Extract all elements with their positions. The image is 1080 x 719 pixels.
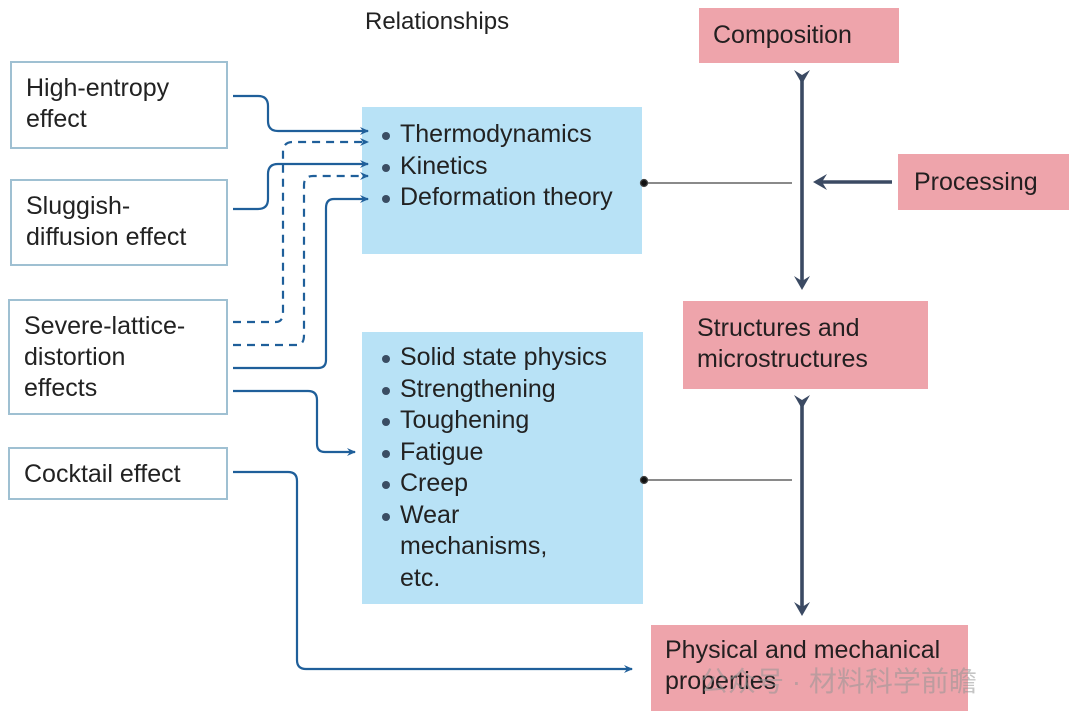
mechanism-item: Creep bbox=[376, 468, 635, 500]
connector-sluggish-diffusion bbox=[233, 160, 369, 211]
theory-item: Kinetics bbox=[376, 151, 630, 183]
connector-lattice-to-mechanisms bbox=[233, 389, 356, 456]
structures-box: Structures and microstructures bbox=[683, 301, 928, 389]
mechanisms-link-dot bbox=[639, 475, 649, 485]
effect-box-severe-lattice-distortion: Severe-lattice-distortion effects bbox=[8, 299, 228, 415]
effect-label: High-entropy effect bbox=[26, 74, 170, 133]
mechanism-item: Fatigue bbox=[376, 437, 635, 469]
theory-item: Thermodynamics bbox=[376, 119, 630, 151]
properties-box: Physical and mechanical properties bbox=[651, 625, 968, 711]
properties-label: Physical and mechanical properties bbox=[665, 636, 941, 695]
effect-label: Severe-lattice-distortion effects bbox=[24, 312, 186, 402]
mechanism-item: Solid state physics bbox=[376, 342, 635, 374]
effect-box-high-entropy: High-entropy effect bbox=[10, 61, 228, 149]
processing-label: Processing bbox=[914, 168, 1038, 196]
connector-cocktail bbox=[233, 470, 633, 673]
theory-link-dot bbox=[639, 178, 649, 188]
diagram-title: Relationships bbox=[365, 8, 510, 35]
connector-lattice-to-deformation bbox=[233, 195, 369, 370]
effect-label: Sluggish-diffusion effect bbox=[26, 192, 187, 251]
composition-label: Composition bbox=[713, 21, 852, 49]
mechanism-item: Toughening bbox=[376, 405, 635, 437]
composition-box: Composition bbox=[699, 8, 899, 63]
connector-high-entropy bbox=[233, 94, 369, 135]
connector-lattice-dashed-thermo bbox=[233, 138, 369, 324]
effect-box-cocktail: Cocktail effect bbox=[8, 447, 228, 500]
effect-box-sluggish-diffusion: Sluggish-diffusion effect bbox=[10, 179, 228, 266]
processing-box: Processing bbox=[898, 154, 1069, 210]
mechanism-item: Strengthening bbox=[376, 374, 635, 406]
watermark: 公众号 · 材料科学前瞻 bbox=[700, 666, 977, 697]
structures-label: Structures and microstructures bbox=[697, 314, 868, 373]
theory-item: Deformation theory bbox=[376, 182, 630, 214]
effect-label: Cocktail effect bbox=[24, 460, 181, 488]
theory-box: Thermodynamics Kinetics Deformation theo… bbox=[362, 107, 642, 254]
mechanisms-box: Solid state physics Strengthening Toughe… bbox=[362, 332, 643, 604]
connector-lattice-dashed-kinetics bbox=[233, 172, 369, 347]
mechanism-item: Wear mechanisms, etc. bbox=[376, 500, 550, 595]
